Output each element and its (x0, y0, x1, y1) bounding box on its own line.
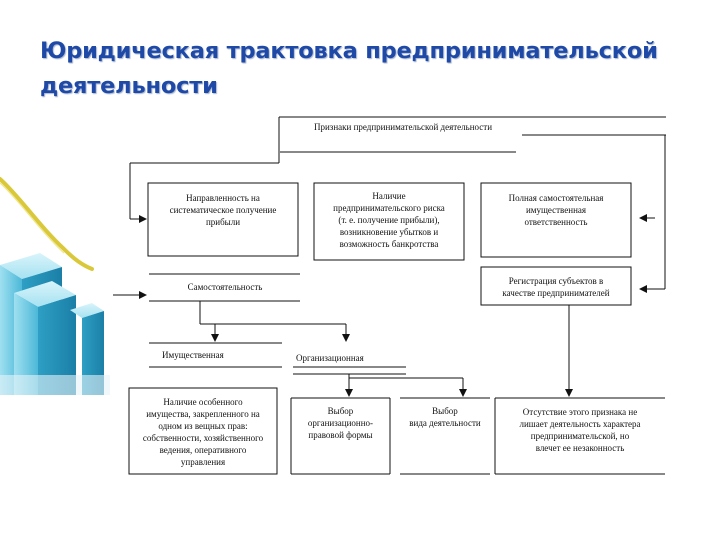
organizational-independence-label: Организационная (296, 353, 364, 363)
decorative-bar-chart-image (0, 177, 110, 395)
diagram-header: Признаки предпринимательской деятельност… (313, 122, 493, 132)
full-liability-box: Полная самостоятельная имущественная отв… (508, 193, 604, 227)
independence-label: Самостоятельность (187, 282, 263, 292)
activity-type-choice-box: Выбор вида деятельности (409, 406, 481, 428)
profit-orientation-box: Направленность на систематическое получе… (169, 193, 277, 227)
legal-form-choice-box: Выбор организационно- правовой формы (307, 406, 374, 440)
absence-consequence-box: Отсутствие этого признака не лишает деят… (519, 407, 641, 453)
slide-title: Юридическая трактовка предпринимательско… (40, 38, 658, 99)
entrepreneurial-risk-box: Наличие предпринимательского риска (т. е… (333, 191, 445, 249)
property-independence-label: Имущественная (162, 350, 224, 360)
registration-box: Регистрация субъектов в качестве предпри… (502, 276, 610, 298)
special-property-box: Наличие особенного имущества, закрепленн… (142, 397, 264, 467)
